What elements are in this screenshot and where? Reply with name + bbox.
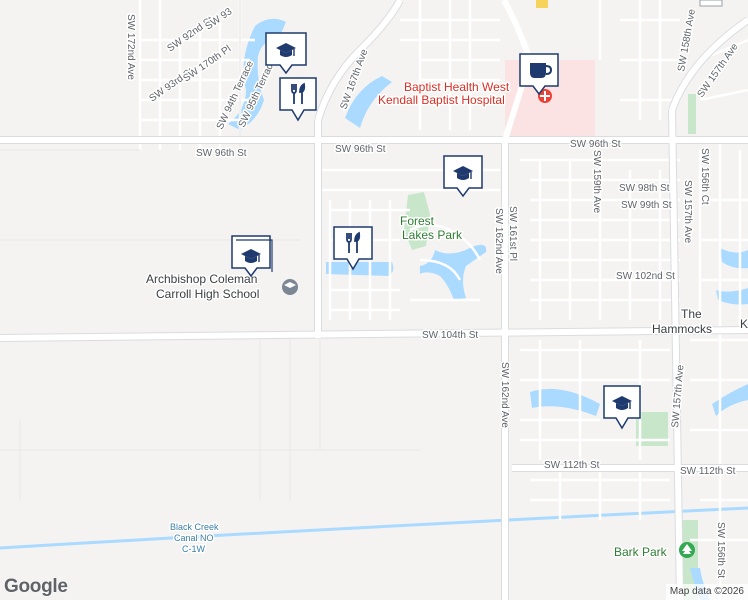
street-label-sw-99th-st: SW 99th St [621, 200, 672, 211]
edge-label-k: K [740, 317, 748, 331]
street-label-sw-104th-st: SW 104th St [422, 330, 478, 341]
park-poi-icon [679, 542, 695, 558]
street-label-sw-156th-st: SW 156th St [715, 522, 726, 578]
black-creek-canal [0, 506, 748, 550]
school-label-line1: Archbishop Coleman [146, 272, 257, 286]
street-label-sw-98th-st: SW 98th St [619, 183, 670, 194]
coffee-cup-icon [530, 63, 553, 78]
canal-label-line3: C-1W [182, 544, 206, 554]
neighborhood-label-the: The [681, 307, 702, 321]
street-label-sw-162nd-ave-south: SW 162nd Ave [499, 362, 510, 428]
road-shield [536, 0, 548, 8]
street-label-sw-102nd-st: SW 102nd St [616, 271, 675, 282]
restaurant-marker[interactable] [333, 226, 373, 271]
street-label-sw-156th-ct: SW 156th Ct [699, 148, 710, 205]
edge-marker-fragment [699, 0, 723, 7]
school-label-line2: Carroll High School [156, 287, 259, 301]
park-label-lakes-park: Lakes Park [402, 228, 463, 242]
school-marker[interactable] [231, 235, 273, 278]
hospital-poi-icon [538, 89, 552, 103]
street-label-sw-96th-st-east: SW 96th St [570, 139, 621, 150]
place-labels: Forest Lakes Park Baptist Health West Ke… [145, 79, 748, 561]
hospital-label-line2: Kendall Baptist Hospital [378, 93, 505, 107]
street-label-sw-96th-st: SW 96th St [196, 148, 247, 159]
map-attribution[interactable]: Map data ©2026 [665, 584, 748, 600]
field-boundaries [0, 0, 420, 500]
street-label-sw-112th-st: SW 112th St [680, 466, 736, 477]
forest-lakes-park-area [404, 192, 430, 250]
google-logo: Google [4, 576, 68, 597]
street-label-sw-157th-ave: SW 157th Ave [682, 180, 693, 244]
park-label-bark-park: Bark Park [614, 545, 668, 559]
park-strip [688, 94, 696, 134]
street-label-sw-112th-st: SW 112th St [544, 460, 600, 471]
residential-roads [138, 0, 748, 600]
street-label-sw-162nd-ave: SW 162nd Ave [493, 208, 504, 274]
hospital-label-line1: Baptist Health West [404, 80, 510, 94]
canal-label-line1: Black Creek [170, 522, 219, 532]
school-marker[interactable] [603, 385, 641, 430]
park-label-forest: Forest [400, 214, 435, 228]
school-marker[interactable] [443, 155, 483, 198]
street-label-sw-96th-st: SW 96th St [335, 144, 386, 155]
street-label-sw-172nd-ave: SW 172nd Ave [125, 14, 136, 80]
cafe-marker[interactable] [519, 53, 559, 96]
restaurant-marker[interactable] [279, 77, 317, 122]
school-marker[interactable] [265, 32, 307, 75]
street-label-sw-161st-pl: SW 161st Pl [507, 206, 518, 261]
street-label-sw-159th-ave: SW 159th Ave [591, 150, 602, 214]
neighborhood-label-hammocks: Hammocks [652, 322, 712, 336]
canal-label-line2: Canal NO [174, 533, 214, 543]
school-poi-icon [282, 279, 298, 295]
